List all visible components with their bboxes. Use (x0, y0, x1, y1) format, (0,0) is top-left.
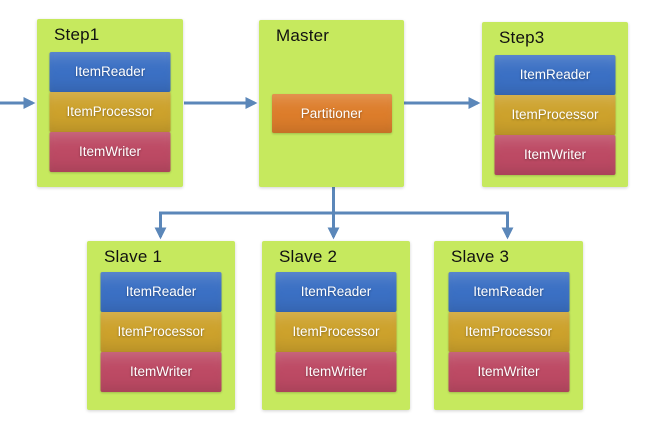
node-slave2-title: Slave 2 (279, 247, 338, 266)
node-slave1: Slave 1 ItemReader ItemProcessor ItemWri… (87, 241, 235, 410)
component-itemreader: ItemReader (100, 272, 222, 312)
component-itemreader: ItemReader (275, 272, 397, 312)
component-itemreader: ItemReader (49, 52, 171, 92)
node-slave3: Slave 3 ItemReader ItemProcessor ItemWri… (434, 241, 583, 410)
component-partitioner: Partitioner (271, 94, 392, 133)
node-slave3-stack: ItemReader ItemProcessor ItemWriter (448, 272, 569, 392)
component-itemwriter: ItemWriter (100, 352, 222, 392)
component-itemwriter: ItemWriter (448, 352, 569, 392)
component-itemprocessor: ItemProcessor (100, 312, 222, 352)
node-slave1-title: Slave 1 (104, 247, 163, 266)
node-slave1-stack: ItemReader ItemProcessor ItemWriter (100, 272, 222, 392)
component-itemwriter: ItemWriter (275, 352, 397, 392)
node-master-title: Master (276, 26, 330, 45)
component-itemreader: ItemReader (494, 55, 616, 95)
node-slave3-title: Slave 3 (451, 247, 510, 266)
component-itemprocessor: ItemProcessor (275, 312, 397, 352)
node-slave2: Slave 2 ItemReader ItemProcessor ItemWri… (262, 241, 410, 410)
component-itemprocessor: ItemProcessor (49, 92, 171, 132)
component-itemwriter: ItemWriter (49, 132, 171, 172)
node-slave2-stack: ItemReader ItemProcessor ItemWriter (275, 272, 397, 392)
node-step3-stack: ItemReader ItemProcessor ItemWriter (494, 55, 616, 175)
node-step3: Step3 ItemReader ItemProcessor ItemWrite… (482, 22, 628, 187)
node-step1-title: Step1 (54, 25, 100, 44)
component-itemreader: ItemReader (448, 272, 569, 312)
node-step1: Step1 ItemReader ItemProcessor ItemWrite… (37, 19, 183, 187)
component-itemwriter: ItemWriter (494, 135, 616, 175)
component-itemprocessor: ItemProcessor (448, 312, 569, 352)
node-step3-title: Step3 (499, 28, 545, 47)
component-itemprocessor: ItemProcessor (494, 95, 616, 135)
node-master: Master Partitioner (259, 20, 404, 187)
node-step1-stack: ItemReader ItemProcessor ItemWriter (49, 52, 171, 172)
